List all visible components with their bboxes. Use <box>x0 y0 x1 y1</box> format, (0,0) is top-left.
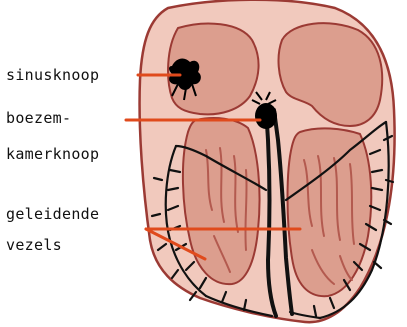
label-boezemkamerknoop-line1: boezem- <box>6 110 71 127</box>
label-sinusknoop: sinusknoop <box>6 67 99 84</box>
label-geleidende-vezels-line2: vezels <box>6 237 62 254</box>
label-geleidende-vezels-line1: geleidende <box>6 206 99 223</box>
sinoatrial-node-icon <box>169 59 201 100</box>
label-boezemkamerknoop-line2: kamerknoop <box>6 146 99 163</box>
